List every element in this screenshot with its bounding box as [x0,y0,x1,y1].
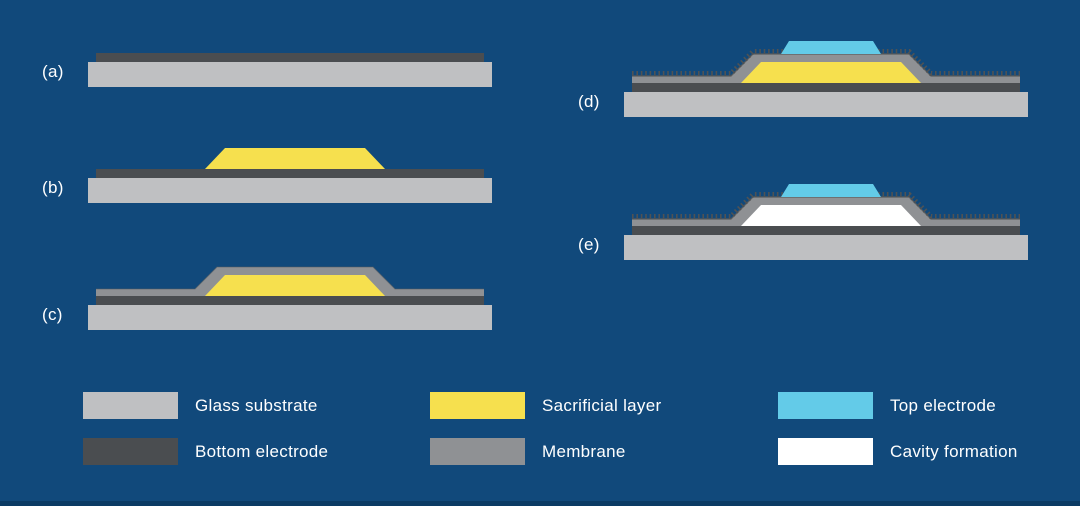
legend-label: Bottom electrode [195,441,329,461]
step-a-label: (a) [42,62,64,81]
sacrificial-layer [741,62,921,83]
step-c-label: (c) [42,305,63,324]
glass-substrate-layer [624,92,1028,117]
bottom-electrode-layer [632,83,1020,92]
legend-item-membrane: Membrane [430,438,778,465]
step-e: (e) [578,177,1028,260]
bottom-electrode-layer [632,226,1020,235]
legend: Glass substrate Sacrificial layer Top el… [83,392,1018,465]
legend-item-cavity-formation: Cavity formation [778,438,1018,465]
sacrificial-layer [205,148,385,169]
step-b-cross-section [88,148,492,203]
top-electrode-layer [781,184,881,197]
step-c-cross-section [88,266,492,330]
footer-accent-bar [0,501,1080,506]
step-d: (d) [578,34,1028,117]
step-d-cross-section [624,41,1028,117]
step-e-cross-section [624,184,1028,260]
bottom-electrode-layer [96,296,484,305]
cavity-formation-swatch [778,438,873,465]
glass-substrate-layer [624,235,1028,260]
legend-label: Membrane [542,441,626,461]
legend-label: Sacrificial layer [542,395,662,415]
membrane-top-edge [96,266,484,290]
step-b-label: (b) [42,178,64,197]
step-c: (c) [42,266,492,330]
top-electrode-swatch [778,392,873,419]
legend-item-bottom-electrode: Bottom electrode [83,438,430,465]
legend-item-sacrificial-layer: Sacrificial layer [430,392,778,419]
sacrificial-layer-swatch [430,392,525,419]
glass-substrate-swatch [83,392,178,419]
glass-substrate-layer [88,178,492,203]
bottom-electrode-swatch [83,438,178,465]
cavity [741,205,921,226]
step-e-label: (e) [578,235,600,254]
legend-label: Glass substrate [195,395,318,415]
membrane-swatch [430,438,525,465]
step-b: (b) [42,148,492,203]
bottom-electrode-layer [96,169,484,178]
legend-label: Top electrode [890,395,996,415]
legend-label: Cavity formation [890,441,1018,461]
step-a: (a) [42,53,492,87]
sacrificial-layer [205,275,385,296]
legend-item-top-electrode: Top electrode [778,392,1018,419]
glass-substrate-layer [88,305,492,330]
bottom-electrode-layer [96,53,484,62]
glass-substrate-layer [88,62,492,87]
step-a-cross-section [88,53,492,87]
step-d-label: (d) [578,92,600,111]
top-electrode-layer [781,41,881,54]
legend-item-glass-substrate: Glass substrate [83,392,430,419]
